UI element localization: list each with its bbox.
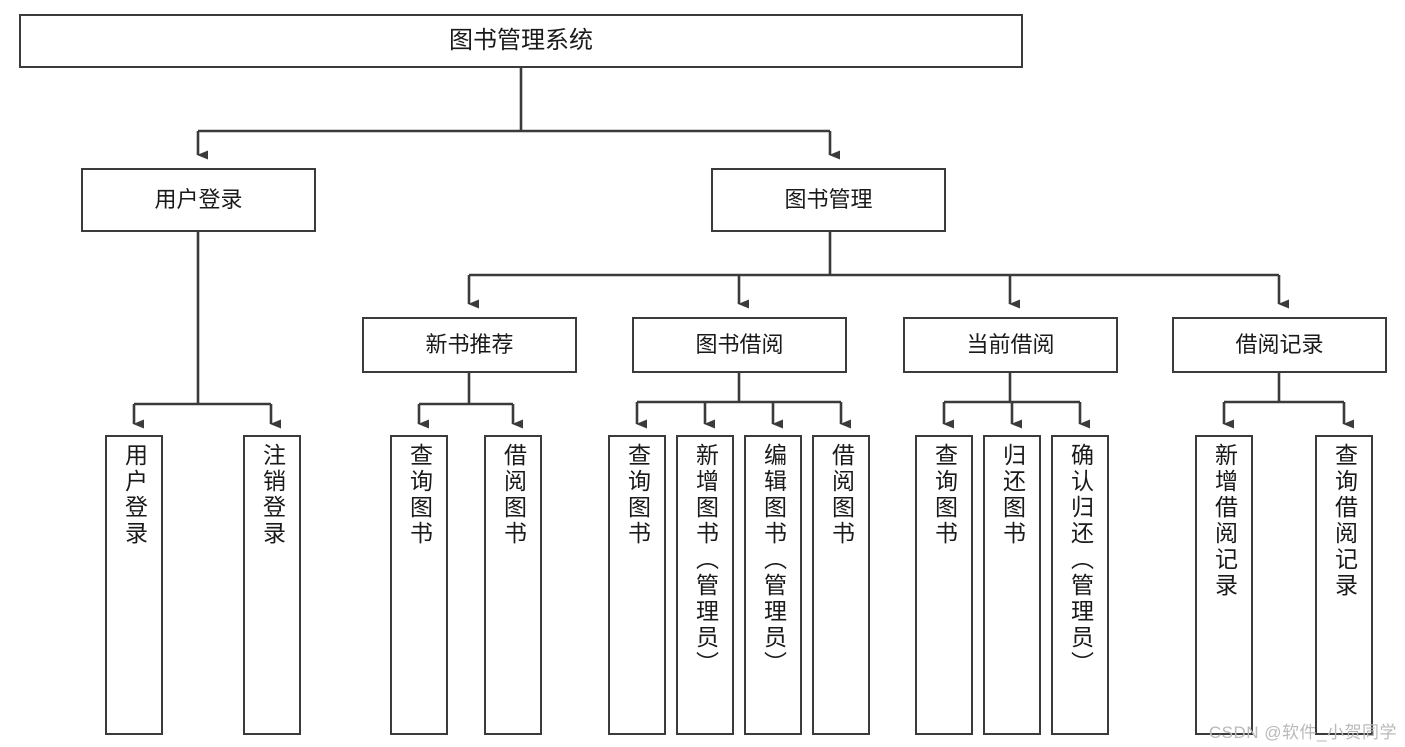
node-label: 新书推荐 xyxy=(425,332,514,358)
node-label: 编辑图书（管理员） xyxy=(760,443,787,677)
leaf-book-borrow-lend[interactable]: 借阅图书 xyxy=(812,435,870,735)
leaf-current-borrow-return[interactable]: 归还图书 xyxy=(983,435,1041,735)
leaf-current-borrow-query[interactable]: 查询图书 xyxy=(915,435,973,735)
leaf-borrow-record-add[interactable]: 新增借阅记录 xyxy=(1195,435,1253,735)
leaf-book-borrow-add[interactable]: 新增图书（管理员） xyxy=(676,435,734,735)
node-label: 新增图书（管理员） xyxy=(692,443,719,677)
leaf-user-login-signin[interactable]: 用户登录 xyxy=(105,435,163,735)
node-label: 借阅图书 xyxy=(500,443,527,547)
leaf-new-book-query[interactable]: 查询图书 xyxy=(390,435,448,735)
leaf-user-login-signout[interactable]: 注销登录 xyxy=(243,435,301,735)
node-label: 查询借阅记录 xyxy=(1331,443,1358,599)
node-label: 当前借阅 xyxy=(966,332,1055,358)
node-label: 查询图书 xyxy=(406,443,433,547)
node-label: 查询图书 xyxy=(931,443,958,547)
node-label: 用户登录 xyxy=(121,443,148,547)
node-label: 用户登录 xyxy=(154,187,243,213)
node-label: 图书管理 xyxy=(784,187,873,213)
node-user-login[interactable]: 用户登录 xyxy=(81,168,316,232)
node-current-borrow[interactable]: 当前借阅 xyxy=(903,317,1118,373)
leaf-borrow-record-query[interactable]: 查询借阅记录 xyxy=(1315,435,1373,735)
node-label: 图书管理系统 xyxy=(449,27,593,55)
node-book-management[interactable]: 图书管理 xyxy=(711,168,946,232)
node-label: 归还图书 xyxy=(999,443,1026,547)
node-label: 借阅图书 xyxy=(828,443,855,547)
node-label: 确认归还（管理员） xyxy=(1067,443,1094,677)
node-label: 查询图书 xyxy=(624,443,651,547)
node-label: 借阅记录 xyxy=(1235,332,1324,358)
node-label: 新增借阅记录 xyxy=(1211,443,1238,599)
node-root-system[interactable]: 图书管理系统 xyxy=(19,14,1023,68)
node-label: 图书借阅 xyxy=(695,332,784,358)
node-book-borrow[interactable]: 图书借阅 xyxy=(632,317,847,373)
watermark-text: CSDN @软件_小贺同学 xyxy=(1208,723,1397,742)
node-borrow-record[interactable]: 借阅记录 xyxy=(1172,317,1387,373)
leaf-book-borrow-query[interactable]: 查询图书 xyxy=(608,435,666,735)
node-label: 注销登录 xyxy=(259,443,286,547)
leaf-new-book-borrow[interactable]: 借阅图书 xyxy=(484,435,542,735)
leaf-current-borrow-confirm[interactable]: 确认归还（管理员） xyxy=(1051,435,1109,735)
leaf-book-borrow-edit[interactable]: 编辑图书（管理员） xyxy=(744,435,802,735)
node-new-book-recommend[interactable]: 新书推荐 xyxy=(362,317,577,373)
